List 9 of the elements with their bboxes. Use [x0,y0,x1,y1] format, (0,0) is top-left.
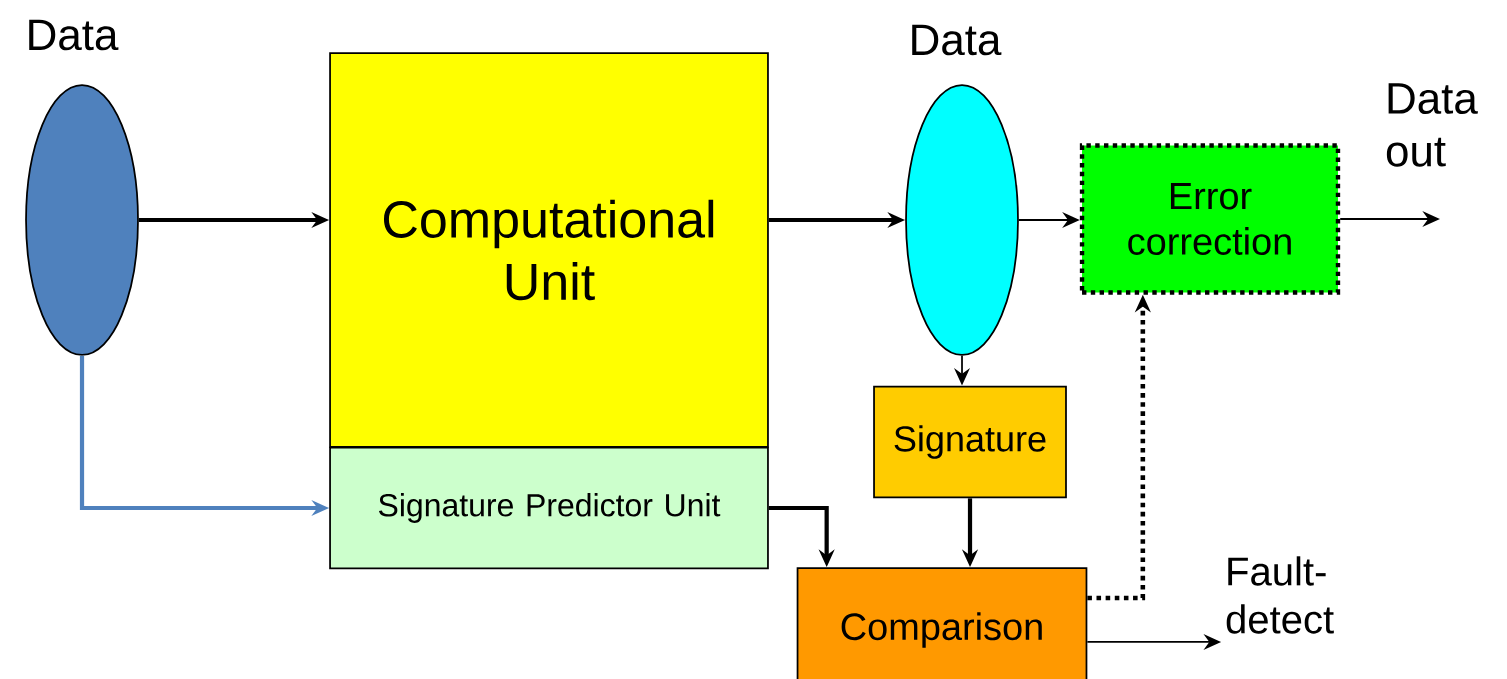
dotted-box: Error correction [1079,143,1341,295]
text-label: Fault-detect [1226,556,1334,634]
node-label: Data [29,19,119,51]
process-box: Signature [873,385,1067,499]
text-label: Data out [1386,83,1478,167]
process-box: Comparison [796,567,1088,679]
process-box: Signature Predictor Unit [329,446,769,570]
node-label: Data [912,24,1002,56]
process-box: Computational Unit [329,52,769,448]
